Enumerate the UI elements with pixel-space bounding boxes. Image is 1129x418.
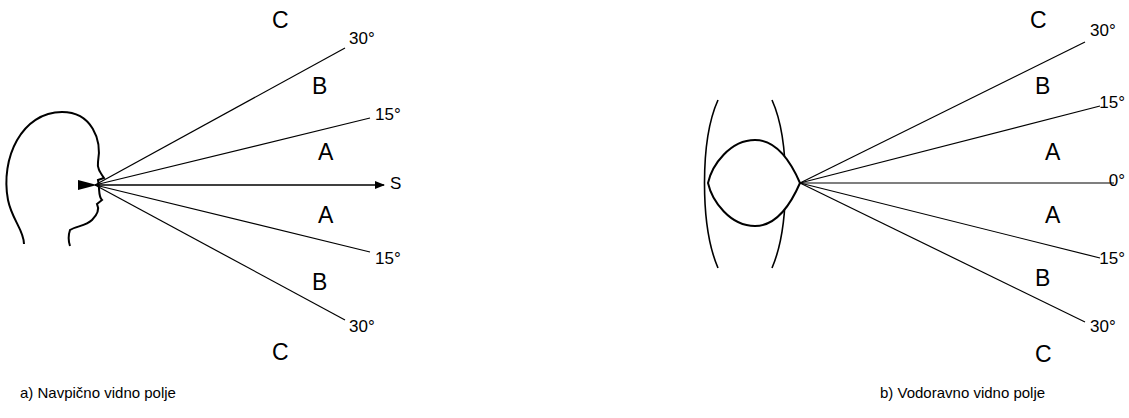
head-top-view [708, 140, 800, 226]
eye-mark [78, 180, 97, 190]
zone-letter: C [272, 340, 289, 365]
zone-letter: B [312, 270, 327, 295]
caption: a) Navpično vidno polje [20, 385, 176, 402]
zone-letter: C [1030, 8, 1047, 33]
horizontal-field-lines [800, 42, 1114, 322]
head-profile [6, 112, 104, 246]
zone-letter: A [1045, 203, 1060, 228]
angle-label: 15° [375, 250, 401, 269]
axis-label: S [390, 175, 401, 194]
angle-label: 0° [1109, 172, 1125, 191]
zone-letter: A [318, 140, 333, 165]
angle-label: 15° [1099, 94, 1125, 113]
zone-letter: A [1045, 140, 1060, 165]
zone-letter: B [1035, 266, 1050, 291]
zone-letter: B [312, 74, 327, 99]
angle-label: 30° [1090, 22, 1116, 41]
vertical-field-lines [95, 48, 384, 320]
angle-label: 30° [349, 30, 375, 49]
angle-label: 15° [375, 106, 401, 125]
zone-letter: B [1035, 74, 1050, 99]
angle-label: 30° [1090, 318, 1116, 337]
angle-label: 15° [1099, 250, 1125, 269]
zone-letter: C [272, 8, 289, 33]
angle-label: 30° [349, 318, 375, 337]
zone-letter: A [318, 203, 333, 228]
zone-letter: C [1035, 342, 1052, 367]
caption: b) Vodoravno vidno polje [880, 385, 1045, 402]
